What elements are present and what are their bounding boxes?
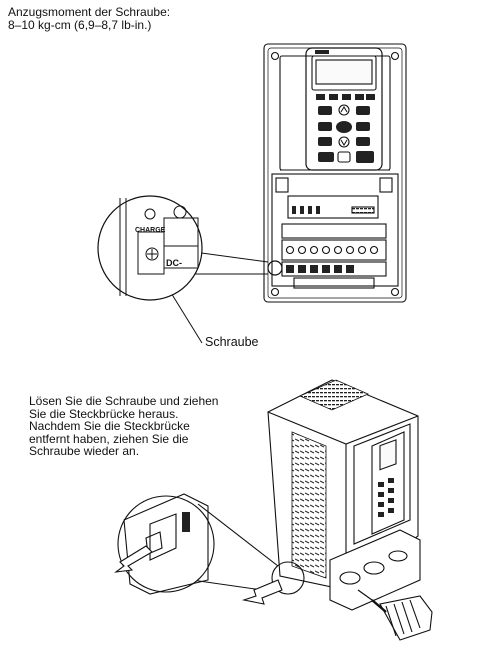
screw-detail-zoom: CHARGE DC- — [97, 195, 203, 301]
drive-isometric-view — [191, 379, 433, 641]
charge-label: CHARGE — [135, 227, 166, 234]
torque-value: 8–10 kg-cm (6,9–8,7 lb-in.) — [8, 18, 152, 32]
keypad — [305, 47, 383, 171]
instruction-line: Lösen Sie die Schraube und ziehen — [29, 394, 219, 408]
instruction-line: Schraube wieder an. — [29, 444, 140, 459]
torque-title: Anzugsmoment der Schraube: — [8, 5, 171, 19]
instruction-line: Nachdem Sie die Steckbrücke — [29, 419, 190, 434]
instruction-line: entfernt haben, ziehen Sie die — [29, 431, 189, 446]
dc-label: DC- — [166, 258, 182, 268]
drive-front-view — [263, 43, 407, 303]
jumper-detail-zoom — [114, 493, 215, 595]
screw-label: Schraube — [205, 335, 259, 349]
instruction-line: Sie die Steckbrücke heraus. — [29, 406, 179, 421]
instruction-text: Lösen Sie die Schraube und ziehen Sie di… — [29, 395, 218, 458]
jumper-arrow-large — [241, 579, 283, 605]
